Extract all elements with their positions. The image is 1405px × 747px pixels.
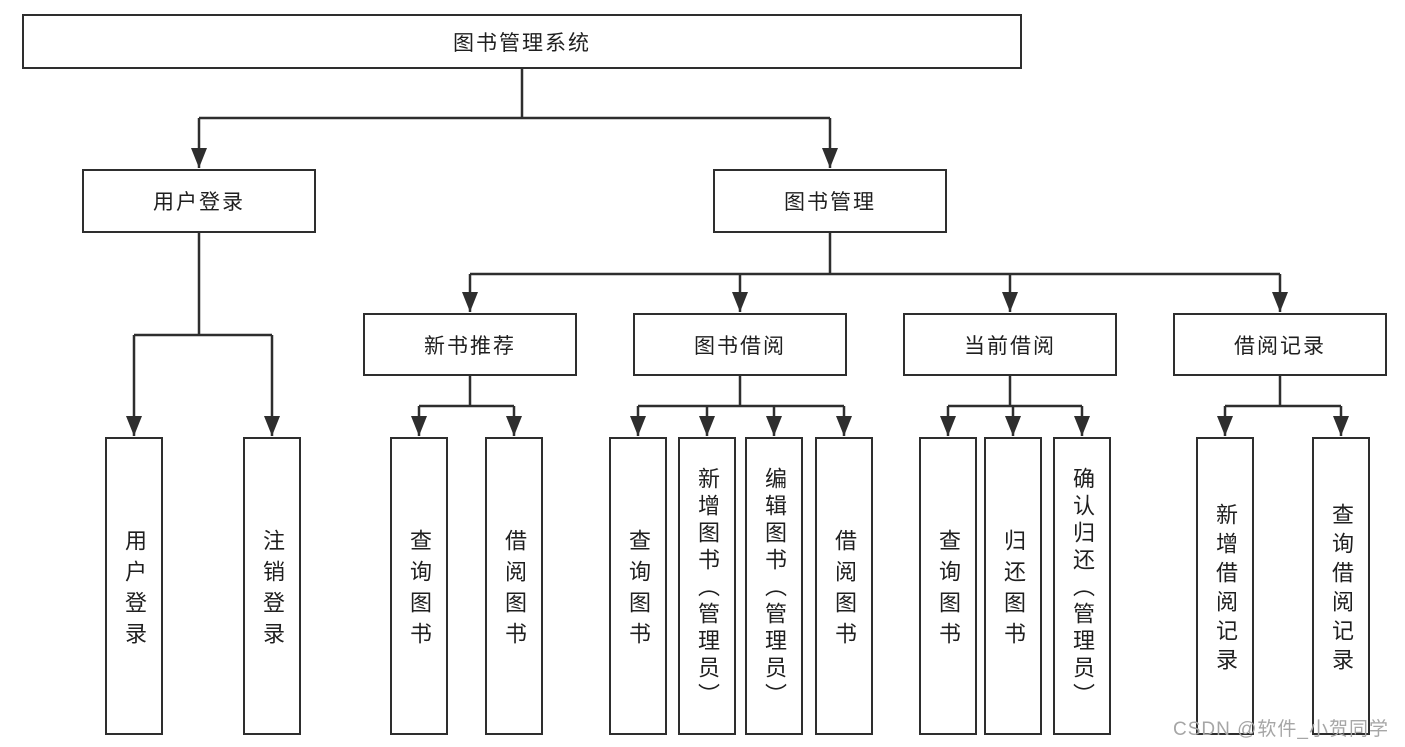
leaf-logout-label: 注销登录 — [260, 528, 285, 653]
leaf-br-add-record-label: 新增借阅记录 — [1213, 502, 1238, 677]
node-book-management: 图书管理 — [713, 169, 947, 233]
connector-current-borrow-stem — [948, 376, 1082, 408]
node-book-borrow: 图书借阅 — [633, 313, 847, 376]
leaf-cb-confirm-return-admin: 确认归还（管理员） — [1053, 437, 1111, 735]
leaf-bb-add-books-admin: 新增图书（管理员） — [678, 437, 736, 735]
node-borrow-records: 借阅记录 — [1173, 313, 1387, 376]
leaf-rec-borrow-books-label: 借阅图书 — [502, 528, 527, 653]
leaf-bb-query-books: 查询图书 — [609, 437, 667, 735]
leaf-user-login: 用户登录 — [105, 437, 163, 735]
node-user-login: 用户登录 — [82, 169, 316, 233]
leaf-br-query-record: 查询借阅记录 — [1312, 437, 1370, 735]
leaf-bb-borrow-books: 借阅图书 — [815, 437, 873, 735]
connector-new-book-recommend-stem — [419, 376, 514, 408]
leaf-bb-edit-books-admin: 编辑图书（管理员） — [745, 437, 803, 735]
leaf-bb-add-books-admin-label: 新增图书（管理员） — [695, 467, 720, 710]
connector-book-borrow-stem — [638, 376, 844, 408]
leaf-bb-edit-books-admin-label: 编辑图书（管理员） — [762, 467, 787, 710]
connector-borrow-records-stem — [1225, 376, 1341, 408]
leaf-rec-query-books: 查询图书 — [390, 437, 448, 735]
leaf-cb-return-books-label: 归还图书 — [1001, 528, 1026, 653]
node-root: 图书管理系统 — [22, 14, 1022, 69]
leaf-cb-return-books: 归还图书 — [984, 437, 1042, 735]
leaf-br-add-record: 新增借阅记录 — [1196, 437, 1254, 735]
leaf-bb-borrow-books-label: 借阅图书 — [832, 528, 857, 653]
node-new-book-recommend: 新书推荐 — [363, 313, 577, 376]
connector-book-management-stem — [470, 233, 1280, 276]
leaf-cb-confirm-return-admin-label: 确认归还（管理员） — [1070, 467, 1095, 710]
leaf-bb-query-books-label: 查询图书 — [626, 528, 651, 653]
node-current-borrow: 当前借阅 — [903, 313, 1117, 376]
leaf-logout: 注销登录 — [243, 437, 301, 735]
leaf-rec-query-books-label: 查询图书 — [407, 528, 432, 653]
connector-root-stem — [199, 69, 830, 120]
connector-user-login-stem — [134, 233, 272, 337]
leaf-rec-borrow-books: 借阅图书 — [485, 437, 543, 735]
leaf-cb-query-books-label: 查询图书 — [936, 528, 961, 653]
leaf-br-query-record-label: 查询借阅记录 — [1329, 502, 1354, 677]
leaf-cb-query-books: 查询图书 — [919, 437, 977, 735]
leaf-user-login-label: 用户登录 — [122, 528, 147, 653]
